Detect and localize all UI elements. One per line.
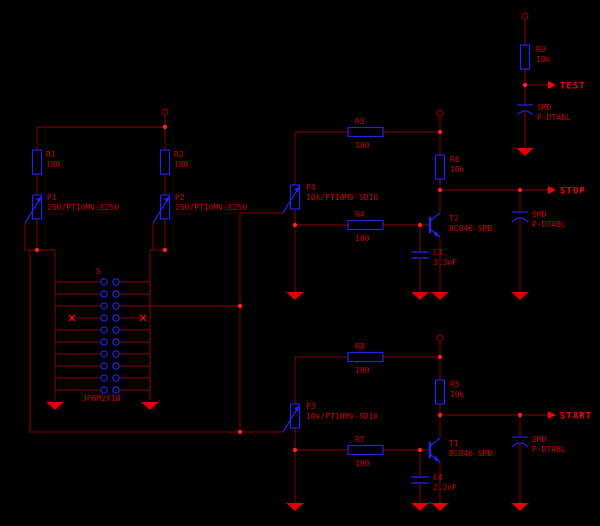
- resistor-R2[interactable]: R2 100: [159, 149, 189, 175]
- r7-value: 100: [355, 459, 370, 468]
- capacitor-C3[interactable]: C3 3.3nF: [411, 248, 457, 267]
- connector-value: JP6M2X10: [82, 394, 121, 403]
- emitter-arrow-icon: [434, 231, 440, 237]
- capacitor-C4[interactable]: C4 2.2nF: [411, 473, 457, 492]
- ground-icon: [411, 503, 429, 511]
- resistor-R4[interactable]: R4 100: [347, 210, 384, 243]
- supply-pin-icon: [436, 109, 444, 117]
- ground-icon: [411, 292, 429, 300]
- ground-icon: [286, 292, 304, 300]
- x-mark-icon: [68, 314, 147, 322]
- potentiometer-P1[interactable]: P1 250/PT10MV-E250: [24, 193, 119, 224]
- resistor-R1[interactable]: R1 100: [31, 149, 61, 175]
- ground-icon: [511, 503, 529, 511]
- r7-name: R7: [355, 435, 365, 444]
- c4-value: 2.2nF: [433, 483, 457, 492]
- r9-value: 10k: [536, 55, 551, 64]
- t1-name: T1: [449, 439, 459, 448]
- resistor-R3[interactable]: R3 100: [347, 117, 384, 150]
- ground-icon: [516, 148, 534, 156]
- supply-pin-icon: [161, 108, 169, 116]
- cap-stop-name: SMD: [532, 210, 547, 219]
- c4-name: C4: [433, 473, 443, 482]
- r6-value: 10k: [450, 165, 465, 174]
- p3-name: P3: [306, 402, 316, 411]
- r3-name: R3: [355, 117, 365, 126]
- r1-value: 100: [46, 160, 61, 169]
- r2-value: 100: [174, 160, 189, 169]
- t2-value: BC846-SMD: [449, 224, 493, 233]
- r4-name: R4: [355, 210, 365, 219]
- cap-test-name: SMD: [537, 103, 552, 112]
- resistor-R6[interactable]: R6 10k: [434, 154, 465, 180]
- supply-pin-icon: [521, 12, 529, 20]
- cap-start-value: P-DTABL: [532, 445, 566, 454]
- ground-icon: [431, 503, 449, 511]
- ground-icon: [511, 292, 529, 300]
- p1-value: 250/PT10MV-E250: [47, 203, 119, 212]
- emitter-arrow-icon: [434, 456, 440, 462]
- resistor-R8[interactable]: R8 100: [347, 342, 384, 375]
- cap-stop-value: P-DTABL: [532, 220, 566, 229]
- connector-S[interactable]: S JP6M2X10: [68, 267, 147, 403]
- stop-label: STOP: [560, 187, 586, 197]
- transistor-T2[interactable]: T2 BC846-SMD: [428, 212, 493, 238]
- r2-name: R2: [174, 150, 184, 159]
- net-label-stop[interactable]: STOP: [548, 186, 586, 197]
- test-label: TEST: [560, 82, 586, 92]
- supply-pins[interactable]: [161, 12, 529, 342]
- p2-name: P2: [175, 193, 185, 202]
- net-label-start[interactable]: START: [548, 411, 592, 422]
- r3-value: 100: [355, 141, 370, 150]
- cap-test-value: P-DTABL: [537, 113, 571, 122]
- p4-value: 10k/PT10MV-SD10: [306, 193, 378, 202]
- potentiometer-P3[interactable]: P3 10k/PT10MV-SD10: [282, 402, 378, 433]
- t2-name: T2: [449, 214, 459, 223]
- r9-name: R9: [536, 45, 546, 54]
- wiper-arrow-icon: [294, 406, 299, 412]
- t1-value: BC846-SMD: [449, 449, 493, 458]
- connector-name: S: [96, 267, 101, 276]
- supply-pin-icon: [436, 334, 444, 342]
- capacitor-test-pdtabl[interactable]: SMD P-DTABL: [516, 103, 571, 122]
- transistor-T1[interactable]: T1 BC846-SMD: [428, 437, 493, 463]
- wiper-arrow-icon: [164, 197, 169, 203]
- capacitor-start-pdtabl[interactable]: SMD P-DTABL: [511, 435, 566, 454]
- net-arrow-icon: [548, 411, 556, 419]
- resistor-R9[interactable]: R9 10k: [519, 44, 551, 70]
- r1-name: R1: [46, 150, 56, 159]
- c3-value: 3.3nF: [433, 258, 457, 267]
- potentiometer-P4[interactable]: P4 10k/PT10MV-SD10: [282, 183, 378, 214]
- r5-value: 10k: [450, 390, 465, 399]
- net-arrow-icon: [548, 81, 556, 89]
- ground-icon: [431, 292, 449, 300]
- capacitor-stop-pdtabl[interactable]: SMD P-DTABL: [511, 210, 566, 229]
- ground-icon: [46, 402, 64, 410]
- start-label: START: [560, 412, 592, 422]
- resistor-R7[interactable]: R7 100: [347, 435, 384, 468]
- r5-name: R5: [450, 380, 460, 389]
- junction-dots: [34, 82, 528, 453]
- r4-value: 100: [355, 234, 370, 243]
- p3-value: 10k/PT10MV-SD10: [306, 412, 378, 421]
- p4-name: P4: [306, 183, 316, 192]
- ground-icon: [286, 503, 304, 511]
- c3-name: C3: [433, 248, 443, 257]
- cap-start-name: SMD: [532, 435, 547, 444]
- potentiometer-P2[interactable]: P2 250/PT10MV-E250: [152, 193, 247, 224]
- p1-name: P1: [47, 193, 57, 202]
- ground-icon: [141, 402, 159, 410]
- net-label-test[interactable]: TEST: [548, 81, 586, 92]
- resistor-R5[interactable]: R5 10k: [434, 379, 465, 405]
- net-arrow-icon: [548, 186, 556, 194]
- r8-name: R8: [355, 342, 365, 351]
- wiper-arrow-icon: [36, 197, 41, 203]
- p2-value: 250/PT10MV-E250: [175, 203, 247, 212]
- wiper-arrow-icon: [294, 187, 299, 193]
- r8-value: 100: [355, 366, 370, 375]
- r6-name: R6: [450, 155, 460, 164]
- wires[interactable]: [24, 19, 548, 503]
- ground-symbols[interactable]: [46, 148, 534, 511]
